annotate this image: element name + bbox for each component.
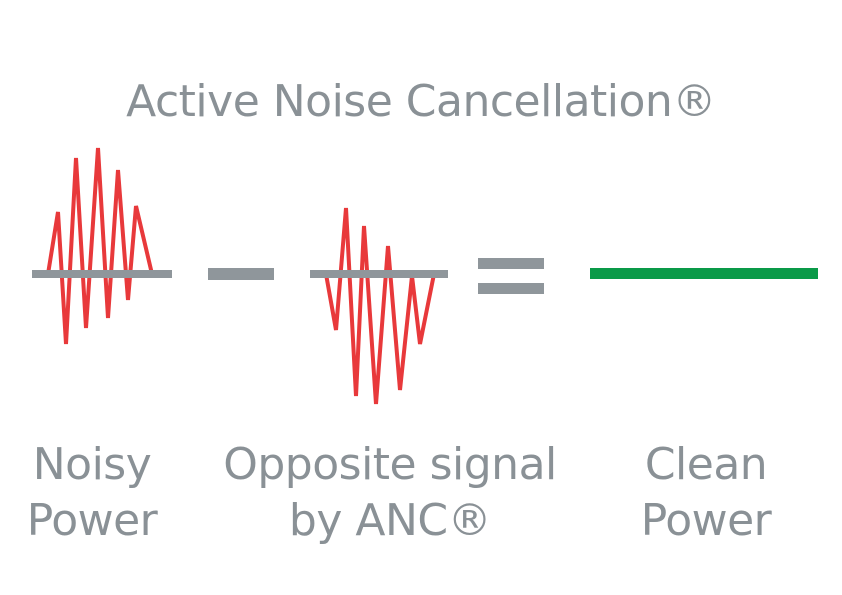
label-noisy-power: Noisy Power [0, 437, 184, 549]
opposite-waveform [324, 207, 436, 405]
flat-line-icon [590, 268, 818, 279]
label-clean-line1: Clean [644, 439, 768, 490]
label-opposite-signal: Opposite signal by ANC® [204, 437, 576, 549]
label-clean-line2: Power [640, 495, 772, 546]
equals-sign-icon [478, 258, 544, 294]
label-opposite-line2: by ANC® [288, 495, 492, 546]
label-noisy-line2: Power [26, 495, 158, 546]
label-opposite-line1: Opposite signal [223, 439, 557, 490]
label-noisy-line1: Noisy [32, 439, 152, 490]
noise-waveform [46, 147, 154, 345]
noise-waveform-icon [32, 147, 172, 345]
minus-sign-icon [208, 268, 274, 280]
diagram-title: Active Noise Cancellation® [126, 76, 716, 127]
inverted-waveform-icon [310, 207, 448, 405]
label-clean-power: Clean Power [600, 437, 812, 549]
